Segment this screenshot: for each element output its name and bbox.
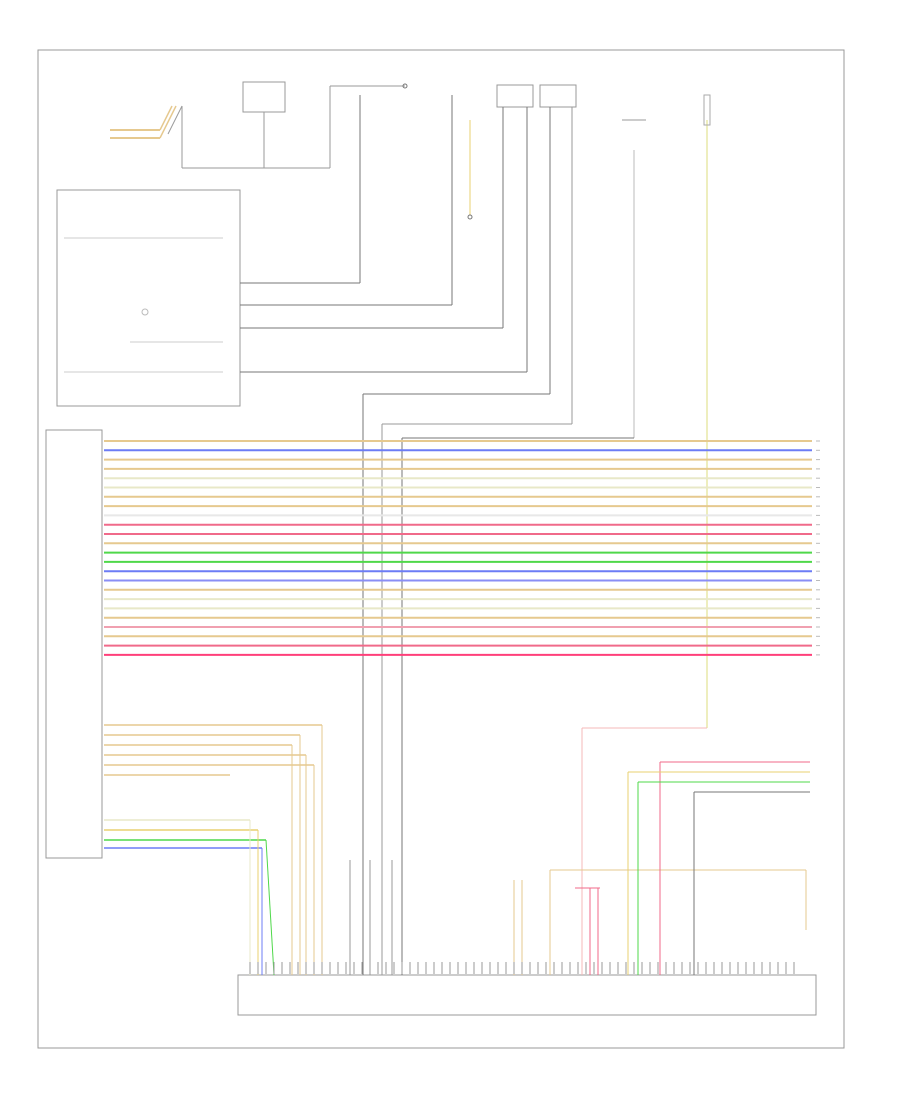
bottom-module (237, 974, 817, 1016)
lower-connector-block (45, 429, 103, 859)
upper-module (56, 189, 241, 407)
bus-lines (104, 440, 820, 656)
wire (265, 839, 275, 976)
diagram-frame (37, 49, 845, 1049)
pin-row (249, 962, 795, 974)
wire (159, 105, 177, 139)
upper-module-component (141, 308, 149, 316)
sensor-component (496, 84, 534, 108)
wire (159, 105, 173, 131)
wire (167, 105, 183, 135)
switch-component (242, 81, 286, 113)
sensor-component (539, 84, 577, 108)
upper-module-box (56, 189, 241, 407)
top-components (110, 81, 711, 975)
connector-terminal (402, 83, 408, 89)
fuse-component (703, 94, 711, 126)
connector-terminal (467, 214, 473, 220)
lower-wires (104, 724, 810, 976)
